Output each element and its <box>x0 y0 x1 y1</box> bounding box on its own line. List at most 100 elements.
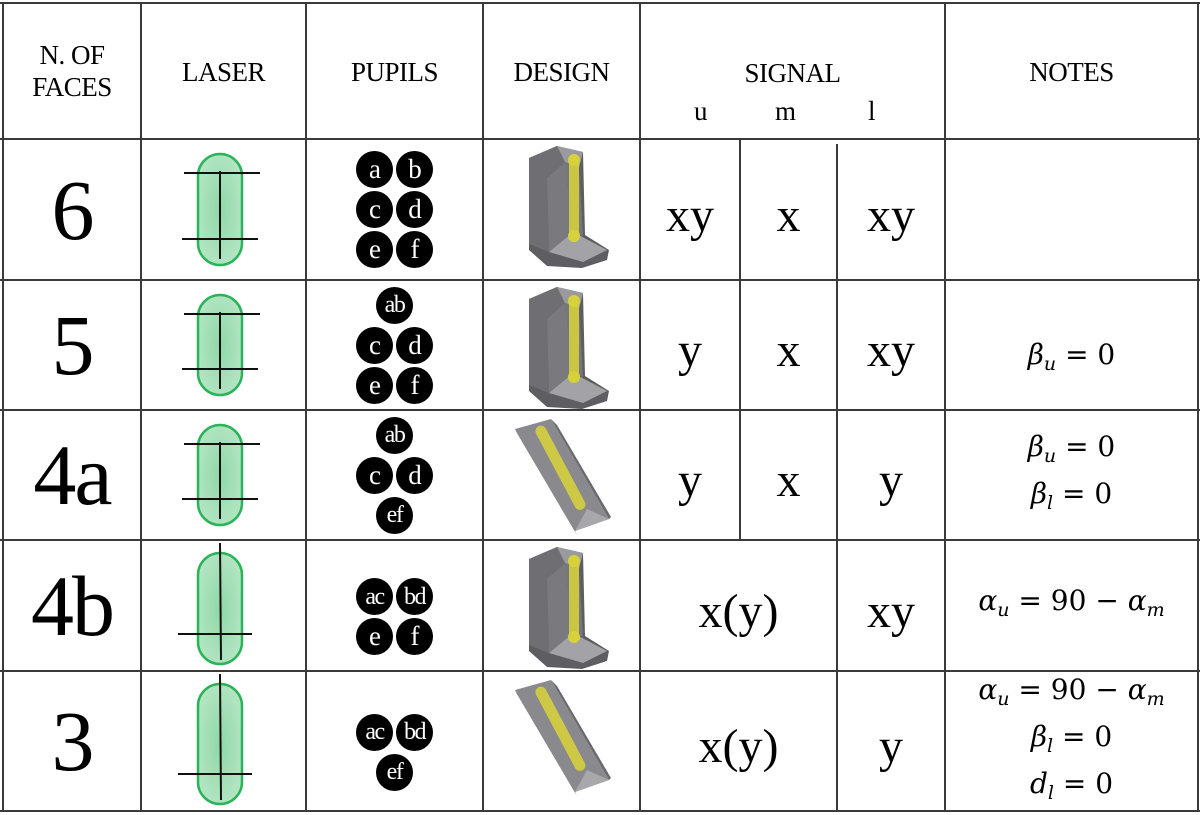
pupil-badge: c <box>356 456 393 494</box>
pupil-badge: bd <box>396 713 433 751</box>
pupil-badge: c <box>356 326 393 364</box>
table-border-top <box>0 2 1200 4</box>
column-divider <box>482 2 484 812</box>
signal-l: xy <box>867 188 915 242</box>
pupil-badge: e <box>356 366 393 404</box>
laser-vertical-line <box>218 542 222 661</box>
signal-u: y <box>678 324 702 377</box>
header-laser: LASER <box>181 57 266 87</box>
header-signal-sub-m: m <box>775 96 797 126</box>
note-formula: βu = 0 <box>1027 337 1116 375</box>
note-formula: βl = 0 <box>1030 719 1113 757</box>
design-l-bracket-5-faces-image <box>484 281 639 409</box>
header-pupils: PUPILS <box>350 57 439 87</box>
design-tilted-plate-3-faces-image <box>484 672 639 810</box>
column-divider <box>305 2 307 812</box>
notes-cell: βu = 0 βl = 0 <box>946 411 1197 539</box>
faces-count: 4a <box>33 427 112 523</box>
header-signal: SIGNAL <box>744 58 842 88</box>
table-border-bottom <box>0 810 1200 812</box>
pupil-badge: ac <box>356 713 393 751</box>
design-l-bracket-6-faces-image <box>484 140 639 279</box>
pupil-badge: e <box>356 618 393 655</box>
table-border-right <box>1197 2 1199 812</box>
pupil-badge: d <box>396 191 433 228</box>
design-l-bracket-4-faces-image <box>484 541 639 670</box>
laser-diagram <box>142 140 305 279</box>
pupil-badge: bd <box>396 578 433 615</box>
header-design: DESIGN <box>513 57 611 87</box>
laser-diagram <box>142 281 305 409</box>
laser-diagram <box>142 672 305 810</box>
pupil-row: ab <box>376 286 413 324</box>
pupil-row: ef <box>376 753 413 791</box>
faces-count: 3 <box>51 693 95 789</box>
header-faces-label: N. OF FACES <box>32 40 112 102</box>
signal-um: x(y) <box>698 720 779 773</box>
laser-vertical-line <box>218 673 222 801</box>
signal-m: x <box>776 324 801 377</box>
header-signal-sub-u: u <box>694 96 708 126</box>
design-laser-track <box>568 297 579 379</box>
note-formula: βl = 0 <box>1030 477 1113 514</box>
header-notes: NOTES <box>1029 57 1114 87</box>
pupil-badge: ab <box>376 286 413 324</box>
header-signal-sub-l: l <box>868 96 876 126</box>
pupil-badge: ab <box>376 416 413 454</box>
note-formula: dl = 0 <box>1029 766 1114 804</box>
column-divider <box>140 2 142 812</box>
column-divider <box>944 2 946 812</box>
signal-um: x(y) <box>698 584 779 638</box>
pupil-badge: e <box>356 231 393 268</box>
pupil-row: ef <box>376 496 413 534</box>
note-formula: αu = 90 − αm <box>978 672 1165 710</box>
signal-m: x <box>776 454 801 507</box>
design-laser-track <box>568 156 579 238</box>
signal-u: xy <box>666 188 714 242</box>
notes-cell: αu = 90 − αm <box>946 541 1197 670</box>
pupil-badge: d <box>396 456 433 494</box>
note-formula: βu = 0 <box>1027 430 1116 467</box>
pupil-badge: a <box>356 151 393 188</box>
signal-l: xy <box>867 324 915 377</box>
pupil-badge: c <box>356 191 393 228</box>
pupil-badge: ac <box>356 578 393 615</box>
row-divider <box>0 279 1200 281</box>
signal-subcolumn-divider-um <box>739 140 741 540</box>
signal-l: xy <box>867 584 915 638</box>
laser-diagram <box>142 411 305 539</box>
pupil-badge: b <box>396 151 433 188</box>
pupil-badge: f <box>396 231 433 268</box>
faces-count: 6 <box>51 161 95 258</box>
notes-cell: αu = 90 − αm βl = 0 dl = 0 <box>946 672 1197 810</box>
signal-m: x <box>776 188 801 242</box>
faces-count: 4b <box>31 557 115 654</box>
pupil-badge: d <box>396 326 433 364</box>
design-tilted-plate-4-faces-image <box>484 411 639 539</box>
header-divider <box>0 138 1200 140</box>
pupil-badge: ef <box>376 496 413 534</box>
laser-diagram <box>142 541 305 670</box>
design-laser-track <box>568 557 579 639</box>
design-laser-track <box>534 425 585 510</box>
row-divider <box>0 670 1200 672</box>
design-laser-track <box>534 686 585 771</box>
table-border-left <box>2 2 4 812</box>
